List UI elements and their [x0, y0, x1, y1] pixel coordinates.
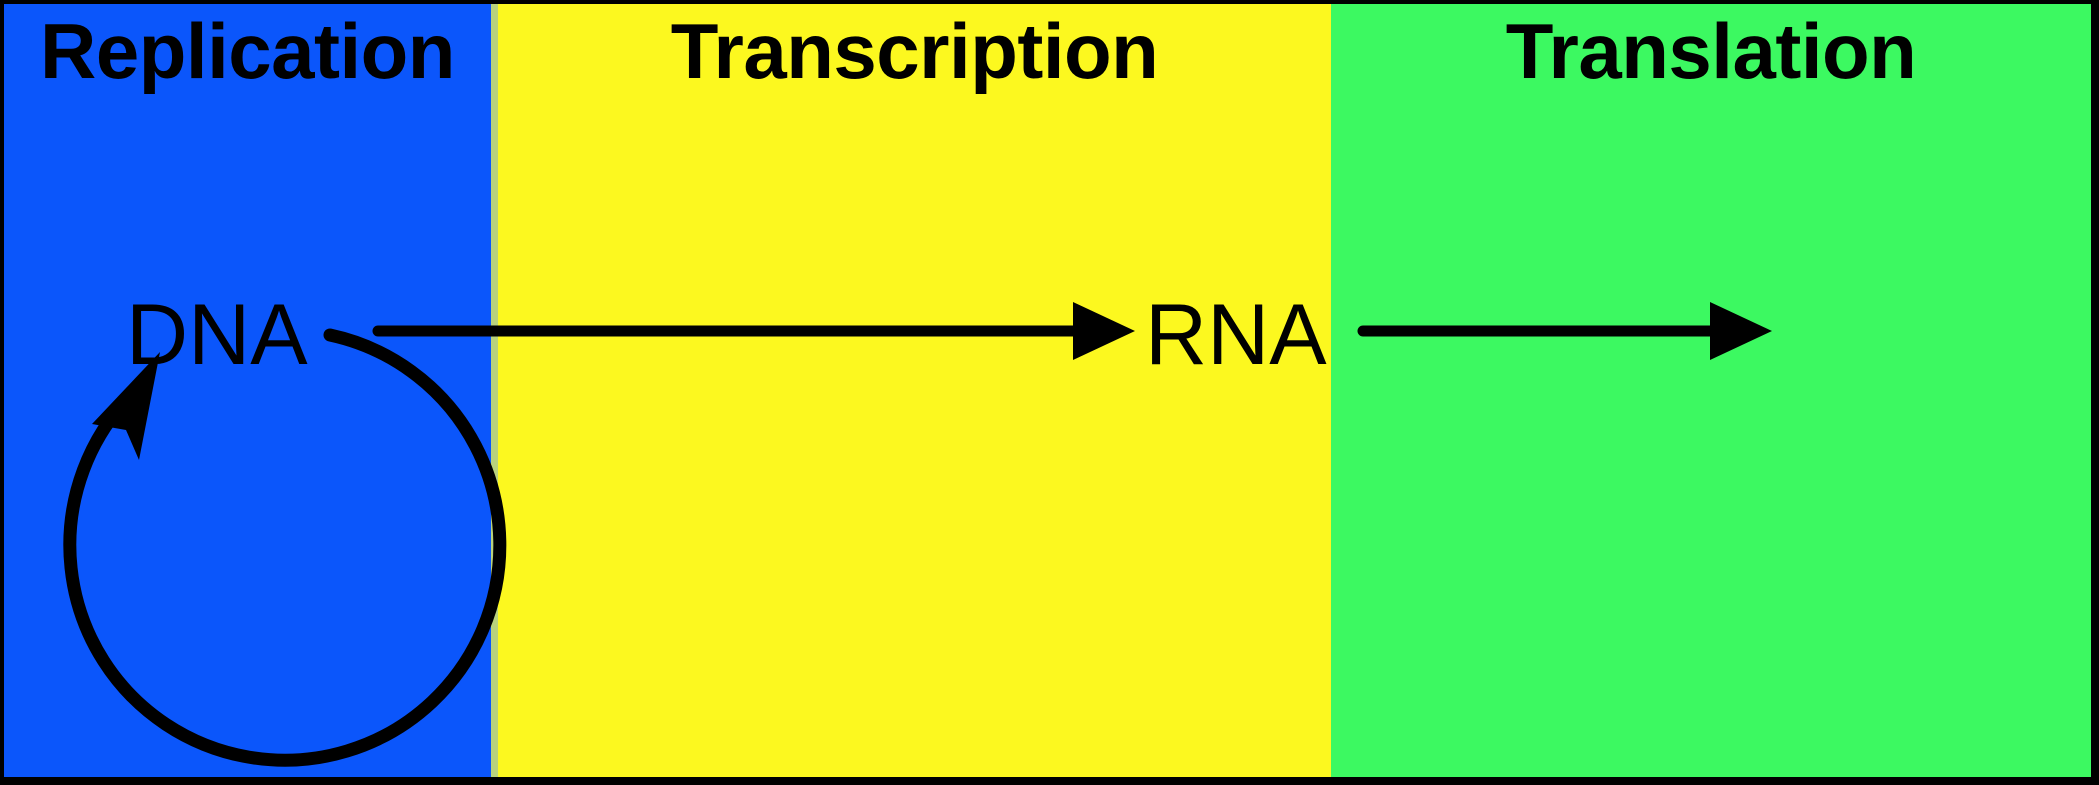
panel-translation [1331, 4, 2091, 777]
panel-header-translation: Translation [1505, 7, 1917, 95]
panel-replication [4, 4, 491, 777]
panel-header-transcription: Transcription [670, 7, 1159, 95]
panel-transcription [498, 4, 1331, 777]
node-label-dna: DNA [126, 287, 308, 383]
node-label-rna: RNA [1145, 287, 1327, 383]
panel-divider [491, 4, 498, 777]
panel-header-replication: Replication [40, 7, 455, 95]
